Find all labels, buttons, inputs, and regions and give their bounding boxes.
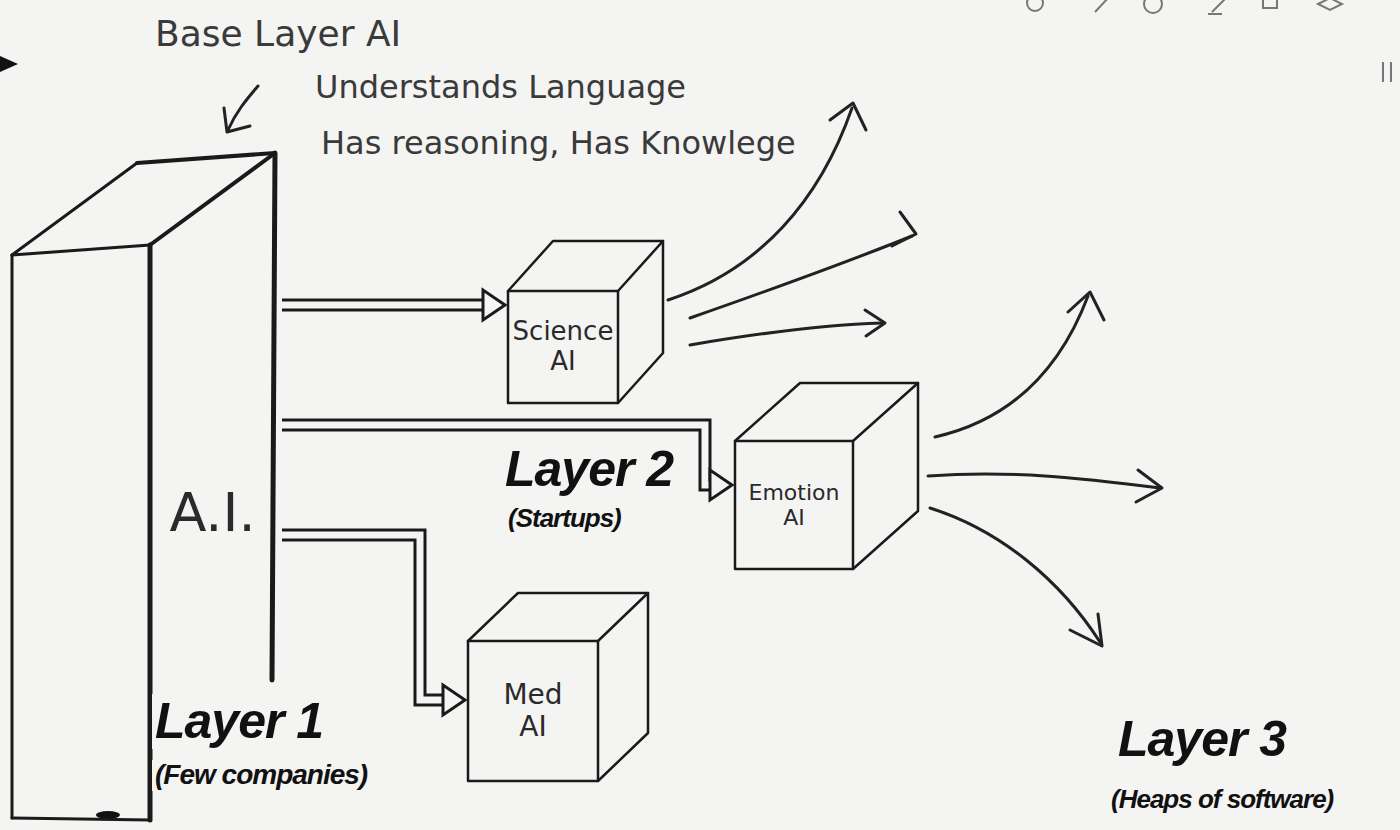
pointer-mark: [0, 56, 18, 72]
arrow-head: [224, 108, 250, 132]
outline-stroke: [12, 818, 150, 820]
handwritten-note: Understands Language: [312, 70, 689, 105]
arrow-head: [483, 290, 505, 320]
arrow-head: [1136, 470, 1162, 502]
outline-stroke: [150, 153, 275, 245]
node-label: A.I.: [169, 482, 255, 544]
node-label: Med AI: [491, 679, 575, 743]
outline-stroke: [11, 255, 14, 818]
node-text-area: Emotion AI: [735, 441, 853, 569]
outline-stroke: [508, 291, 618, 403]
arrow-head: [830, 103, 866, 130]
ai-cube: Science AI: [505, 238, 666, 406]
outline-stroke: [272, 153, 275, 680]
ai-cube: Emotion AI: [732, 380, 921, 572]
layer-subtitle: (Few companies): [152, 760, 370, 791]
arrow-shaft-inner: [282, 535, 443, 700]
double-arrow: [282, 425, 732, 500]
fan-arrow: [935, 296, 1088, 437]
outline-stroke: [12, 163, 137, 255]
outline-stroke: [735, 441, 853, 569]
outline-stroke: [598, 593, 648, 781]
outline-stroke: [468, 641, 598, 781]
fan-arrow: [690, 236, 912, 318]
outline-stroke: [618, 241, 663, 403]
layer-title: Layer 3: [1115, 712, 1289, 767]
toolbar-icons: [1027, 0, 1391, 82]
toolbar-icon: [1318, 0, 1342, 10]
node-text-area: A.I.: [155, 348, 270, 678]
arrow-shaft-inner: [282, 302, 483, 309]
arrow-shaft-outer: [282, 535, 443, 700]
outline-stroke: [137, 153, 275, 163]
toolbar-icon: [1095, 0, 1110, 12]
handwritten-note: Base Layer AI: [152, 14, 404, 54]
layer-subtitle: (Heaps of software): [1108, 785, 1336, 814]
outline-stroke: [468, 593, 648, 641]
arrow-head: [443, 685, 465, 715]
fan-arrow: [930, 508, 1100, 642]
arrow-head: [865, 310, 885, 336]
toolbar-icon: [1208, 0, 1228, 14]
handwritten-note: Has reasoning, Has Knowlege: [318, 126, 799, 161]
layer-subtitle: (Startups): [505, 504, 624, 533]
fan-arrow: [928, 474, 1160, 488]
double-arrow: [282, 290, 505, 320]
toolbar-icon: [1144, 0, 1162, 13]
toolbar-icon: [1383, 62, 1391, 82]
layer-title: Layer 1: [152, 694, 326, 749]
leader-arrow: [228, 86, 258, 130]
box-outline: [732, 380, 921, 572]
arrow-head: [1068, 292, 1104, 320]
arrow-head: [710, 470, 732, 500]
outline-stroke: [508, 241, 663, 291]
node-text-area: Science AI: [508, 291, 618, 403]
arrow-head: [1070, 614, 1102, 646]
node-text-area: Med AI: [468, 641, 598, 781]
fan-arrow: [690, 323, 882, 345]
layer-title: Layer 2: [502, 442, 676, 497]
node-label: Emotion AI: [741, 480, 847, 531]
toolbar-icon: [1263, 0, 1277, 8]
arrow-head: [892, 212, 916, 246]
ai-cube: Med AI: [465, 590, 651, 784]
node-label: Science AI: [511, 317, 615, 377]
outline-stroke: [853, 383, 918, 569]
arrow-shaft-outer: [282, 299, 483, 312]
double-arrow: [282, 535, 465, 715]
outline-stroke: [12, 245, 150, 255]
outline-stroke: [735, 383, 918, 441]
toolbar-icon: [1027, 0, 1043, 11]
